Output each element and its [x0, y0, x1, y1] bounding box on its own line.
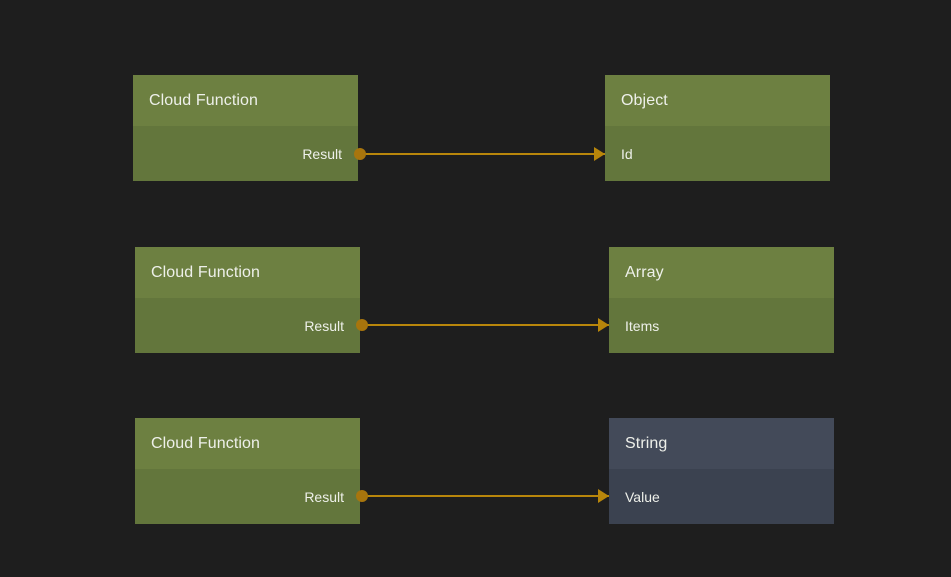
port-label: Result: [304, 488, 344, 505]
node-header[interactable]: Cloud Function: [135, 418, 360, 469]
node-header[interactable]: Cloud Function: [135, 247, 360, 298]
port-label: Result: [304, 317, 344, 334]
node-title: Cloud Function: [149, 91, 259, 109]
node-title: Cloud Function: [151, 434, 261, 452]
node-title: Object: [621, 91, 668, 109]
connection-edge[interactable]: [360, 324, 609, 326]
output-port-dot[interactable]: [356, 319, 368, 331]
port-label: Id: [621, 145, 633, 162]
output-port-dot[interactable]: [354, 148, 366, 160]
node-input-port-row[interactable]: Items: [609, 298, 834, 353]
node-title: Cloud Function: [151, 263, 261, 281]
node-title: String: [625, 434, 668, 452]
node-header[interactable]: Array: [609, 247, 834, 298]
node-output-port-row[interactable]: Result: [133, 126, 358, 181]
node-header[interactable]: Cloud Function: [133, 75, 358, 126]
connection-edge[interactable]: [360, 495, 609, 497]
input-port-arrow[interactable]: [594, 147, 605, 161]
input-port-arrow[interactable]: [598, 489, 609, 503]
node-header[interactable]: String: [609, 418, 834, 469]
connection-edge[interactable]: [358, 153, 605, 155]
port-label: Items: [625, 317, 660, 334]
node-output-port-row[interactable]: Result: [135, 298, 360, 353]
node-input-port-row[interactable]: Id: [605, 126, 830, 181]
node-output-port-row[interactable]: Result: [135, 469, 360, 524]
port-label: Value: [625, 488, 660, 505]
port-label: Result: [302, 145, 342, 162]
input-port-arrow[interactable]: [598, 318, 609, 332]
node-title: Array: [625, 263, 664, 281]
output-port-dot[interactable]: [356, 490, 368, 502]
node-input-port-row[interactable]: Value: [609, 469, 834, 524]
node-header[interactable]: Object: [605, 75, 830, 126]
